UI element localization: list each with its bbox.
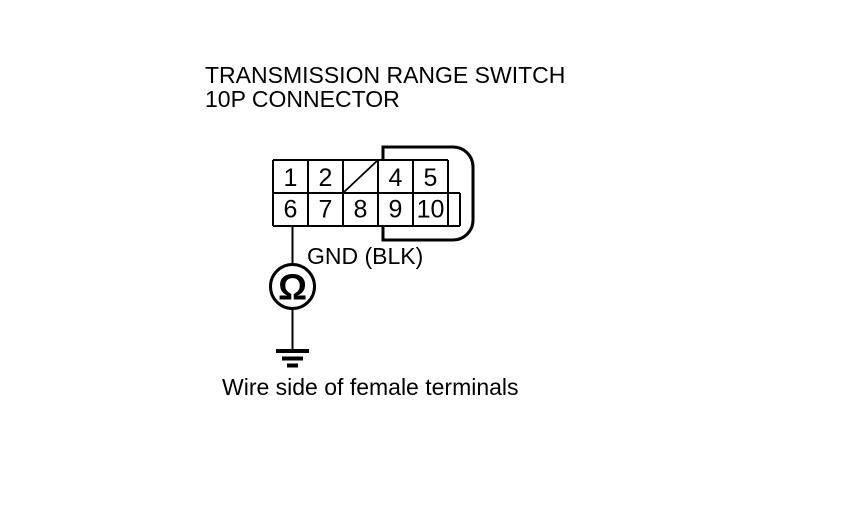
pin-number-5: 5 <box>424 164 438 192</box>
blocked-pin-slash <box>342 159 379 194</box>
caption-text: Wire side of female terminals <box>222 374 519 400</box>
pin-numbers: 1 2 4 5 6 7 8 9 10 <box>284 164 445 224</box>
pin-number-6: 6 <box>284 196 298 224</box>
pin-number-10: 10 <box>417 196 445 224</box>
diagram-title-line2: 10P CONNECTOR <box>205 86 400 112</box>
pin-number-9: 9 <box>389 196 403 224</box>
wire-label: GND (BLK) <box>307 243 424 269</box>
pin-number-7: 7 <box>319 196 333 224</box>
pin-number-1: 1 <box>284 164 298 192</box>
diagram-title-line1: TRANSMISSION RANGE SWITCH <box>205 62 566 88</box>
pin-number-8: 8 <box>354 196 368 224</box>
terminal-grid <box>272 159 461 227</box>
test-circuit <box>269 226 316 368</box>
ground-symbol <box>276 349 309 368</box>
diagram-title: TRANSMISSION RANGE SWITCH 10P CONNECTOR <box>205 63 565 111</box>
pin-number-2: 2 <box>319 164 333 192</box>
connector-housing-outline <box>381 145 475 242</box>
pin-number-4: 4 <box>389 164 403 192</box>
connector-housing <box>381 145 475 242</box>
omega-glyph: Ω <box>278 267 307 308</box>
